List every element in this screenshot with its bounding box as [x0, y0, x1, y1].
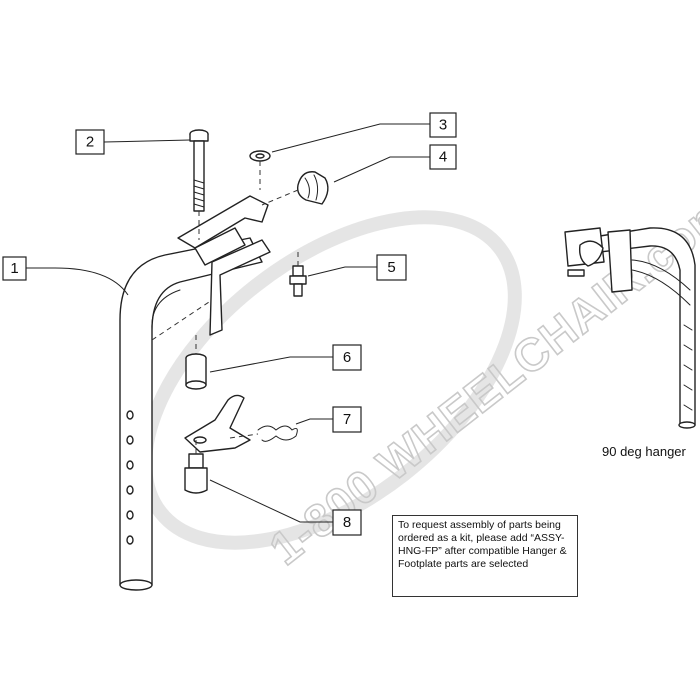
bushing	[261, 171, 329, 206]
latch	[184, 394, 298, 453]
spring	[257, 425, 298, 442]
assembly-note: To request assembly of parts being order…	[392, 515, 578, 597]
adjust-hole	[126, 485, 134, 495]
callout-5: 5	[376, 254, 407, 281]
washer	[249, 150, 271, 190]
adjust-hole	[126, 460, 134, 470]
callout-1: 1	[2, 256, 27, 281]
callout-4: 4	[429, 144, 457, 170]
inset-label: 90 deg hanger	[602, 444, 686, 459]
leader-lines	[26, 123, 430, 523]
callout-number: 3	[439, 117, 447, 134]
callout-number: 4	[439, 149, 447, 166]
bolt	[189, 129, 209, 240]
callout-6: 6	[332, 344, 362, 371]
callout-number: 8	[343, 514, 351, 531]
callout-7: 7	[332, 406, 362, 433]
callout-3: 3	[429, 112, 457, 138]
adjust-hole	[126, 535, 134, 545]
adjust-hole	[126, 410, 134, 420]
inset-90-deg-hanger	[564, 227, 696, 429]
sleeve	[185, 335, 207, 390]
callout-number: 2	[86, 134, 94, 151]
adjust-hole	[126, 435, 134, 445]
stud	[289, 250, 307, 297]
callout-2: 2	[75, 129, 105, 155]
callout-number: 7	[343, 411, 351, 428]
callout-number: 1	[10, 260, 18, 277]
pin	[184, 440, 208, 494]
callout-8: 8	[332, 509, 362, 536]
adjust-hole	[126, 510, 134, 520]
callout-number: 6	[343, 349, 351, 366]
callout-number: 5	[387, 259, 395, 276]
hanger-tube	[119, 195, 271, 591]
